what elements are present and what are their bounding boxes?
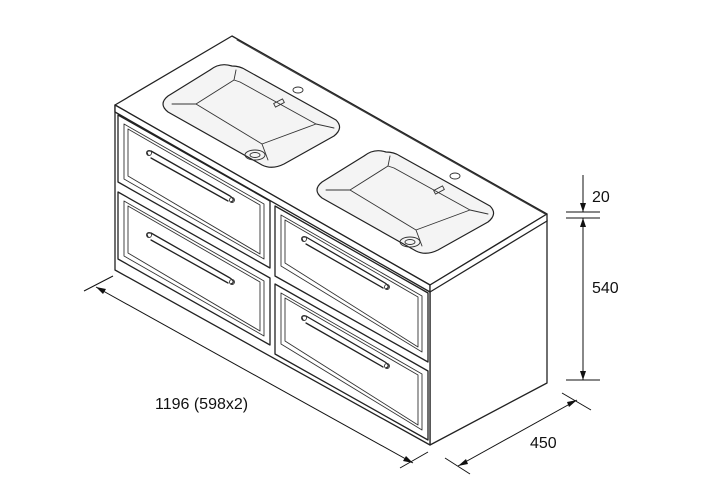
- right-basin-inner: [349, 165, 471, 231]
- left-basin-inner: [195, 79, 317, 145]
- countertop: [114, 35, 548, 293]
- countertop-right-edge: [429, 213, 548, 293]
- drawers: [117, 114, 429, 441]
- drawer-bottom-left: [117, 191, 271, 346]
- drawer-top-left: [117, 114, 271, 269]
- drawer-handle: [301, 236, 389, 290]
- left-basin-drain: [244, 149, 266, 161]
- drawer-handle: [301, 315, 389, 369]
- right-basin-overflow: [433, 185, 445, 195]
- drawer-handle: [146, 150, 234, 203]
- left-basin-overflow: [273, 98, 285, 108]
- drawer-handle: [146, 232, 234, 285]
- depth-dimension: [444, 392, 592, 475]
- drawer-bottom-right: [274, 283, 429, 441]
- width-label: 1196 (598x2): [155, 396, 248, 413]
- cabinet-body: [114, 104, 548, 446]
- left-tap-hole: [292, 86, 304, 94]
- right-basin: [316, 150, 495, 254]
- width-dimension: [83, 275, 429, 469]
- cabinet-height-label: 540: [592, 280, 619, 297]
- depth-label: 450: [530, 435, 557, 452]
- height-dimension: [566, 175, 600, 381]
- left-basin: [162, 64, 341, 168]
- countertop-back-rim: [236, 39, 546, 215]
- left-basin-rim: [162, 64, 341, 168]
- drawer-top-right: [274, 205, 429, 363]
- right-tap-hole: [449, 172, 461, 180]
- right-basin-drain: [399, 236, 421, 248]
- top-thickness-label: 20: [592, 189, 610, 206]
- right-basin-rim: [316, 150, 495, 254]
